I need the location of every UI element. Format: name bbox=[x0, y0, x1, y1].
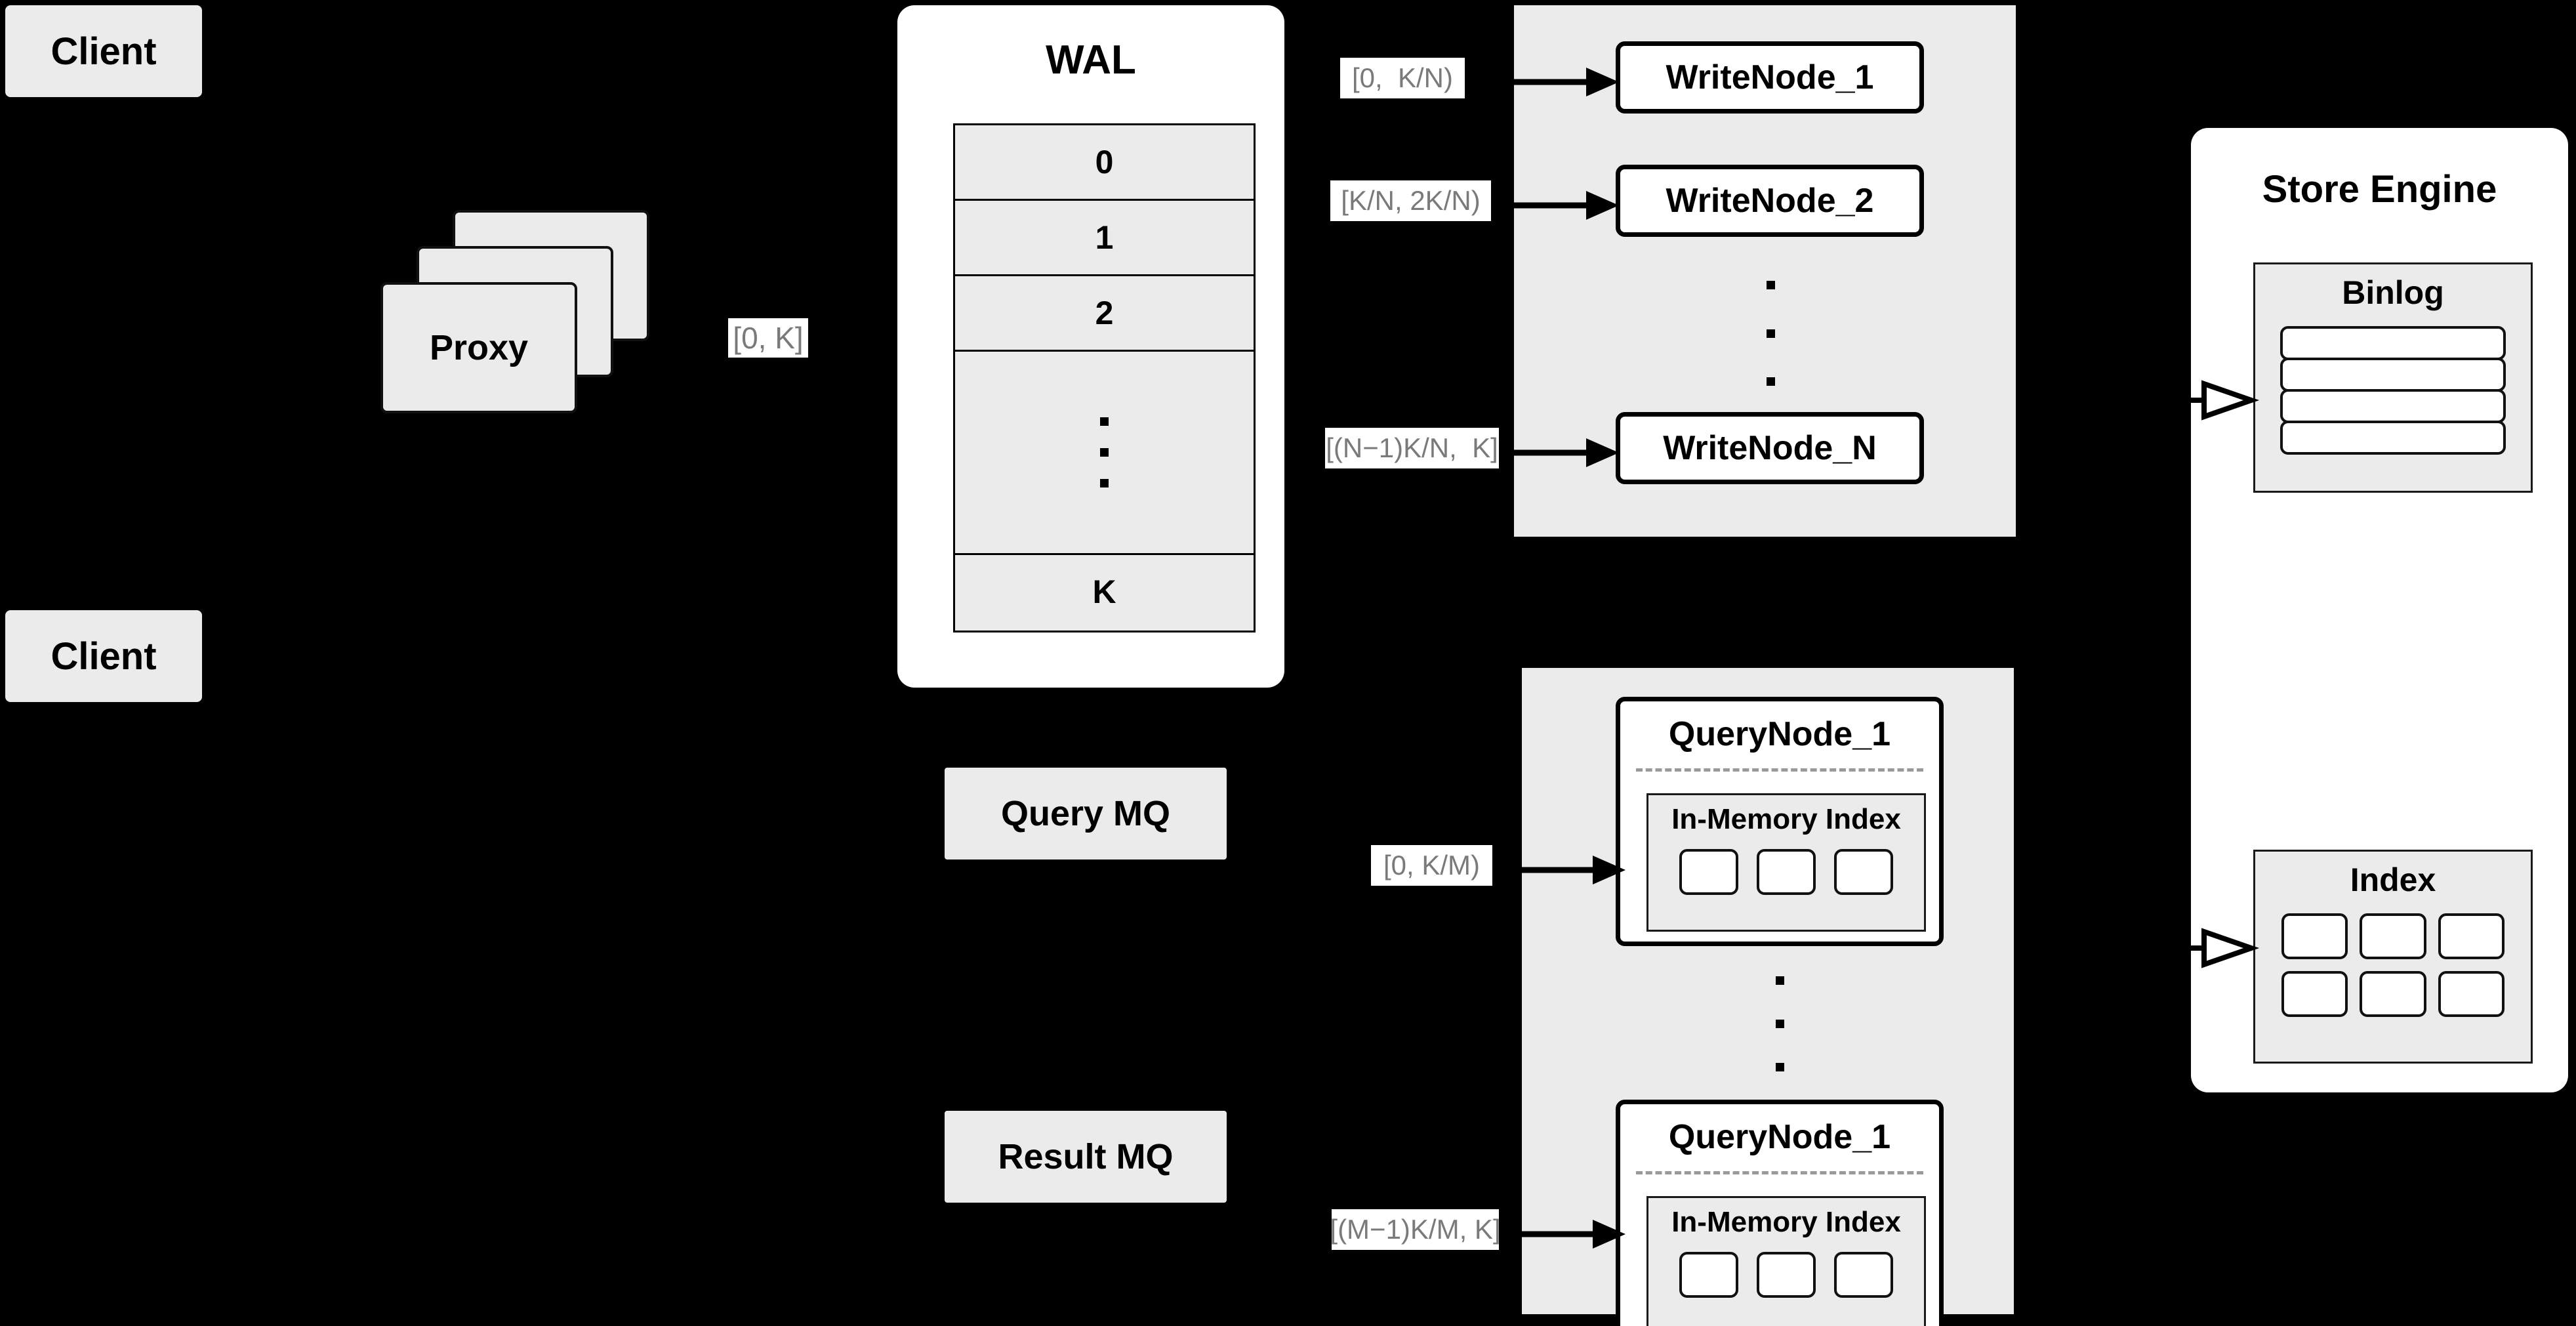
in-memory-index-2-title: In-Memory Index bbox=[1671, 1206, 1901, 1238]
binlog-row[interactable] bbox=[2280, 326, 2506, 360]
edge-label-write-1: [0, K/N) bbox=[1340, 58, 1465, 98]
binlog-panel: Binlog bbox=[2253, 262, 2533, 493]
arrow-to-write-node-1 bbox=[1509, 68, 1619, 96]
edge-label-query-m: [(M−1)K/M, K] bbox=[1330, 1209, 1501, 1250]
edge-label-write-2: [K/N, 2K/N) bbox=[1330, 180, 1491, 221]
arrow-to-write-node-2 bbox=[1509, 191, 1619, 220]
index-cell[interactable] bbox=[2281, 913, 2348, 959]
store-engine-title: Store Engine bbox=[2262, 168, 2497, 211]
wal-row[interactable]: K bbox=[955, 555, 1254, 629]
wal-row[interactable]: 1 bbox=[955, 201, 1254, 276]
arrow-to-binlog bbox=[2165, 380, 2260, 421]
write-node-1-label: WriteNode_1 bbox=[1666, 58, 1874, 96]
wal-table: 0 1 2 K bbox=[953, 123, 1256, 632]
arrow-to-write-node-n bbox=[1509, 438, 1619, 467]
index-segment[interactable] bbox=[1679, 1252, 1738, 1298]
proxy-stack-layer-1[interactable]: Proxy bbox=[380, 282, 577, 413]
index-cell[interactable] bbox=[2360, 913, 2426, 959]
binlog-row[interactable] bbox=[2280, 389, 2506, 423]
client-label-2: Client bbox=[51, 634, 157, 678]
arrow-to-query-node-1 bbox=[1515, 856, 1625, 884]
query-mq-label: Query MQ bbox=[1000, 794, 1171, 833]
index-cell[interactable] bbox=[2438, 971, 2504, 1017]
wal-row-ellipsis bbox=[955, 352, 1254, 555]
proxy-label: Proxy bbox=[429, 328, 529, 367]
result-mq-label: Result MQ bbox=[998, 1137, 1174, 1176]
binlog-row[interactable] bbox=[2280, 421, 2506, 455]
index-segment[interactable] bbox=[1834, 849, 1893, 895]
in-memory-index-1-title: In-Memory Index bbox=[1671, 803, 1901, 835]
index-segment[interactable] bbox=[1679, 849, 1738, 895]
wal-title: WAL bbox=[1046, 37, 1136, 83]
index-segment[interactable] bbox=[1757, 1252, 1816, 1298]
query-node-m[interactable]: QueryNode_1 In-Memory Index bbox=[1616, 1100, 1944, 1326]
proxy-stack[interactable]: Proxy bbox=[380, 210, 663, 433]
write-node-1[interactable]: WriteNode_1 bbox=[1616, 41, 1924, 114]
result-mq-box[interactable]: Result MQ bbox=[945, 1111, 1227, 1203]
index-cell[interactable] bbox=[2360, 971, 2426, 1017]
client-box-2[interactable]: Client bbox=[5, 610, 202, 702]
write-cluster-ellipsis bbox=[1765, 281, 1776, 386]
query-mq-box[interactable]: Query MQ bbox=[945, 768, 1227, 860]
query-node-m-title: QueryNode_1 bbox=[1668, 1118, 1891, 1156]
client-box-1[interactable]: Client bbox=[5, 5, 202, 97]
wal-row[interactable]: 2 bbox=[955, 276, 1254, 352]
store-engine-panel: Store Engine Binlog Index bbox=[2191, 128, 2568, 1092]
query-node-1-title: QueryNode_1 bbox=[1668, 715, 1891, 753]
write-node-n-label: WriteNode_N bbox=[1663, 429, 1877, 467]
write-node-2-label: WriteNode_2 bbox=[1666, 182, 1874, 220]
index-segment[interactable] bbox=[1834, 1252, 1893, 1298]
in-memory-index-2: In-Memory Index bbox=[1646, 1196, 1926, 1326]
write-cluster: WriteNode_1 WriteNode_2 WriteNode_N bbox=[1514, 5, 2016, 537]
query-node-m-divider bbox=[1636, 1171, 1923, 1174]
query-node-1[interactable]: QueryNode_1 In-Memory Index bbox=[1616, 697, 1944, 946]
in-memory-index-1: In-Memory Index bbox=[1646, 793, 1926, 932]
arrow-to-query-node-m bbox=[1515, 1220, 1625, 1249]
write-node-2[interactable]: WriteNode_2 bbox=[1616, 165, 1924, 237]
arrow-to-index bbox=[2165, 928, 2260, 968]
index-segment[interactable] bbox=[1757, 849, 1816, 895]
edge-label-proxy-to-wal: [0, K] bbox=[728, 318, 808, 358]
index-title: Index bbox=[2350, 861, 2436, 898]
wal-panel: WAL 0 1 2 K bbox=[897, 5, 1284, 688]
index-panel: Index bbox=[2253, 850, 2533, 1064]
query-cluster: QueryNode_1 In-Memory Index QueryNode_1 bbox=[1522, 668, 2014, 1326]
write-node-n[interactable]: WriteNode_N bbox=[1616, 412, 1924, 484]
client-label-1: Client bbox=[51, 30, 157, 73]
index-cell[interactable] bbox=[2438, 913, 2504, 959]
query-cluster-ellipsis bbox=[1774, 976, 1785, 1071]
binlog-title: Binlog bbox=[2342, 274, 2444, 311]
binlog-row[interactable] bbox=[2280, 358, 2506, 392]
wal-row[interactable]: 0 bbox=[955, 125, 1254, 201]
edge-label-query-1: [0, K/M) bbox=[1371, 845, 1492, 886]
index-cell[interactable] bbox=[2281, 971, 2348, 1017]
edge-label-write-n: [(N−1)K/N, K] bbox=[1325, 428, 1499, 468]
query-node-1-divider bbox=[1636, 768, 1923, 772]
